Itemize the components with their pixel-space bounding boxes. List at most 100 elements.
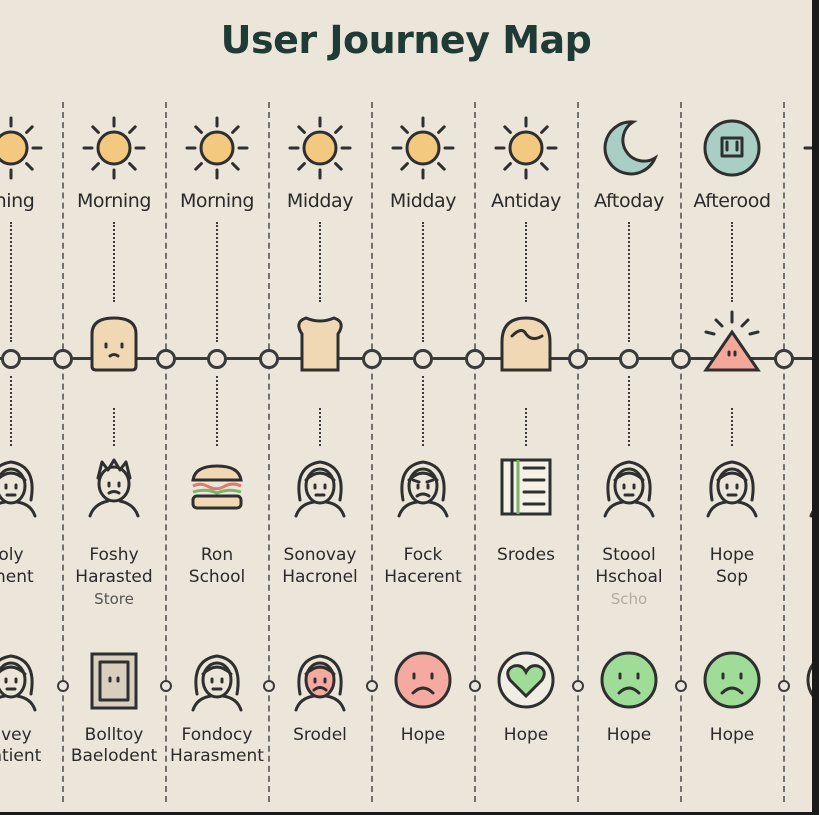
activity-line: Hacerent — [384, 567, 462, 587]
emotion-node — [675, 680, 687, 692]
activity-line: Et — [780, 544, 812, 566]
activity-line: Hschoal — [595, 567, 663, 587]
activity-line: Sonovay — [283, 545, 357, 565]
journey-column: rning oly rnent nvey entient — [0, 0, 62, 812]
time-label: Aff — [780, 190, 812, 212]
emotion-node — [572, 680, 584, 692]
connector-line — [525, 222, 527, 302]
timeline-node — [259, 349, 279, 369]
connector-line — [216, 222, 218, 342]
girl-sad-icon — [290, 650, 350, 712]
activity-label: Fock Hacerent — [368, 544, 478, 588]
emotion-node — [778, 680, 790, 692]
emotion-line: Fondocy — [181, 725, 253, 745]
girl-face-icon — [187, 650, 247, 712]
sun-icon — [803, 118, 812, 178]
column-divider — [268, 102, 270, 802]
timeline-node — [156, 349, 176, 369]
girl-face-icon — [805, 456, 812, 518]
column-divider — [577, 102, 579, 802]
girl-worried-icon — [393, 456, 453, 518]
girl-face-icon — [599, 456, 659, 518]
activity-line: Stoool — [602, 545, 656, 565]
activity-line: oly — [0, 545, 24, 565]
time-label: Morning — [179, 190, 255, 212]
column-divider — [371, 102, 373, 802]
activity-line: Hope — [709, 545, 755, 565]
connector-line — [319, 408, 321, 446]
timeline-node — [362, 349, 382, 369]
connector-line — [319, 222, 321, 302]
column-divider — [783, 102, 785, 802]
activity-line: Store — [94, 590, 134, 608]
moon-icon — [599, 118, 659, 178]
sun-icon — [0, 116, 43, 180]
emotion-line: Bolltoy — [84, 725, 144, 745]
activity-line: Hacronel — [282, 567, 358, 587]
timeline-node — [1, 349, 21, 369]
activity-line: Ron — [200, 545, 234, 565]
activity-line: Foshy — [89, 545, 139, 565]
time-label: Afterood — [693, 190, 771, 212]
activity-line: Fock — [403, 545, 443, 565]
girl-face-icon — [702, 456, 762, 518]
activity-label: Srodes — [471, 544, 581, 566]
sun-icon — [494, 116, 558, 180]
book-icon — [496, 456, 556, 516]
activity-label: Sonovay Hacronel — [265, 544, 375, 588]
girl-face-icon — [0, 650, 41, 712]
timeline-node — [774, 349, 794, 369]
emotion-label: Bolltoy Baelodent — [59, 725, 169, 767]
activity-line: School — [188, 567, 246, 587]
journey-column: Midday Sonovay Hacronel Srodel — [269, 0, 371, 812]
emotion-node — [263, 680, 275, 692]
timeline-node — [413, 349, 433, 369]
timeline-node — [465, 349, 485, 369]
connector-line — [422, 222, 424, 342]
time-label: Midday — [389, 190, 457, 212]
boy-face-icon — [84, 456, 144, 518]
journey-column: Afterood Hope Sop Hope — [681, 0, 783, 812]
activity-label: oly rnent — [0, 544, 66, 588]
red-sad-face-icon — [393, 650, 453, 710]
emotion-node — [366, 680, 378, 692]
emotion-node — [469, 680, 481, 692]
girl-face-icon — [0, 456, 41, 518]
emotion-line: entient — [0, 746, 42, 766]
mirror-icon — [84, 650, 144, 710]
warning-triangle-icon — [702, 310, 762, 372]
heart-icon — [496, 650, 556, 710]
sun-icon — [82, 116, 146, 180]
emotion-label: H — [780, 725, 812, 746]
timeline-node — [619, 349, 639, 369]
bun-face-icon — [496, 312, 556, 372]
activity-label: Foshy Harasted Store — [59, 544, 169, 610]
connector-line — [628, 376, 630, 446]
column-divider — [680, 102, 682, 802]
activity-line: rnent — [0, 567, 34, 587]
timeline-node — [207, 349, 227, 369]
journey-column: Aff Et Sh H — [784, 0, 812, 812]
time-label: Antiday — [491, 190, 561, 212]
emotion-line: Hope — [709, 725, 755, 745]
connector-line — [10, 222, 12, 342]
timeline-node — [671, 349, 691, 369]
outline-face-icon — [805, 650, 812, 710]
emotion-line: Srodel — [293, 725, 347, 745]
sun-icon — [391, 116, 455, 180]
emotion-label: Hope — [677, 725, 787, 746]
emotion-line: H — [780, 725, 812, 746]
activity-label: Hope Sop — [677, 544, 787, 588]
time-label: Midday — [286, 190, 354, 212]
timeline-node — [568, 349, 588, 369]
activity-line: Sop — [716, 567, 748, 587]
connector-line — [525, 408, 527, 446]
timeline-node — [53, 349, 73, 369]
journey-column: Antiday Srodes Hope — [475, 0, 577, 812]
emotion-line: Harasment — [170, 746, 264, 766]
connector-line — [731, 222, 733, 302]
journey-column: Morning Foshy Harasted Store Bolltoy Bae… — [63, 0, 165, 812]
connector-line — [628, 222, 630, 342]
sandwich-icon — [187, 456, 247, 516]
